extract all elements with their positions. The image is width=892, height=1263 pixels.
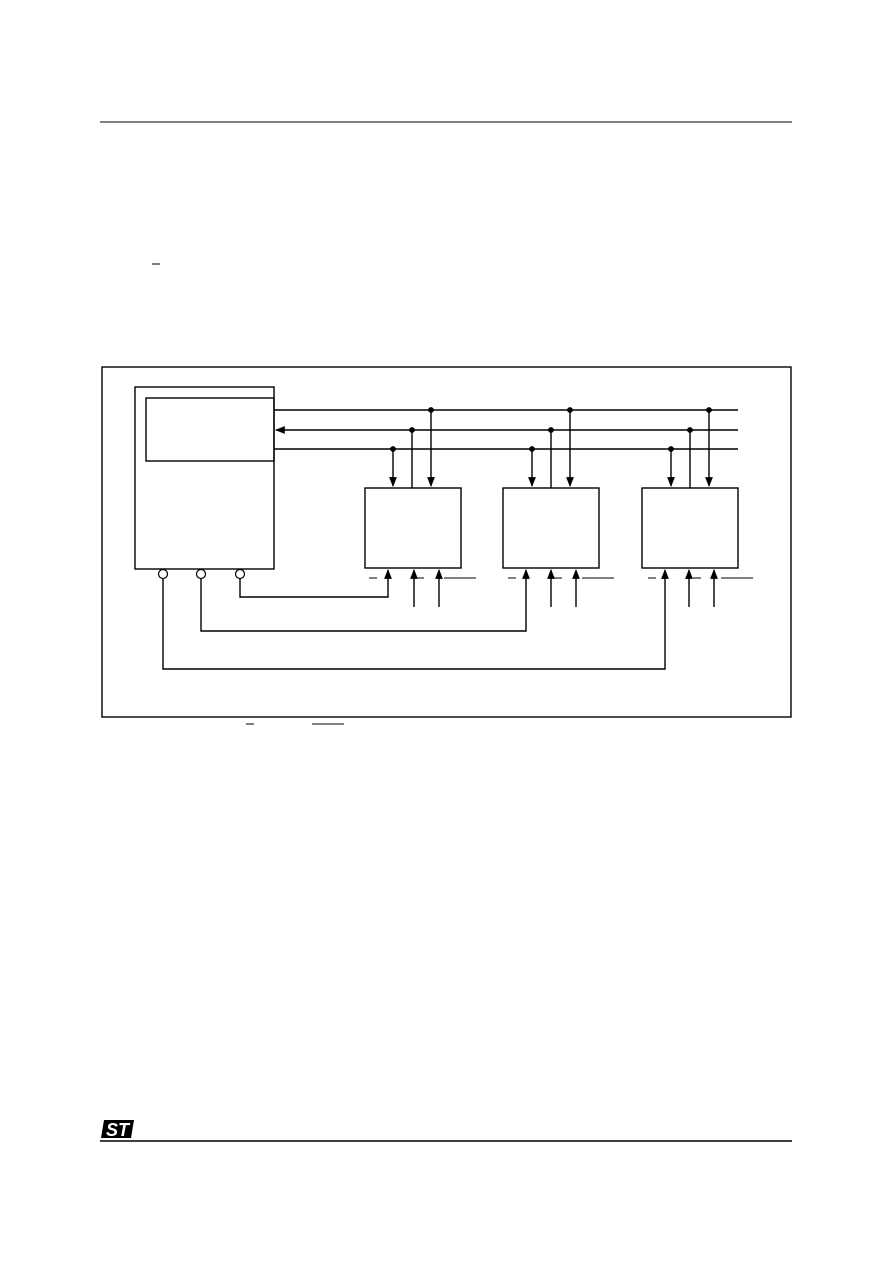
master-port-1 (157, 568, 169, 580)
slave-box-2 (502, 487, 600, 569)
slave-device-1 (364, 407, 476, 607)
slave-device-2 (502, 407, 614, 607)
st-logo-text: ST (106, 1120, 131, 1140)
select-lines (162, 569, 669, 670)
master-port-2 (195, 568, 207, 580)
st-logo: ST (101, 1120, 134, 1140)
master-port-3 (234, 568, 246, 580)
select-line-1 (239, 569, 392, 598)
master-box (134, 386, 275, 570)
slave-box-3 (641, 487, 739, 569)
select-line-2 (200, 569, 530, 632)
master-device (134, 386, 275, 580)
slave-device-3 (641, 407, 753, 607)
select-line-3 (162, 569, 669, 670)
bus-lines (274, 409, 738, 450)
slave-box-1 (364, 487, 462, 569)
master-inner-block (145, 397, 275, 462)
figure-frame (101, 366, 792, 718)
